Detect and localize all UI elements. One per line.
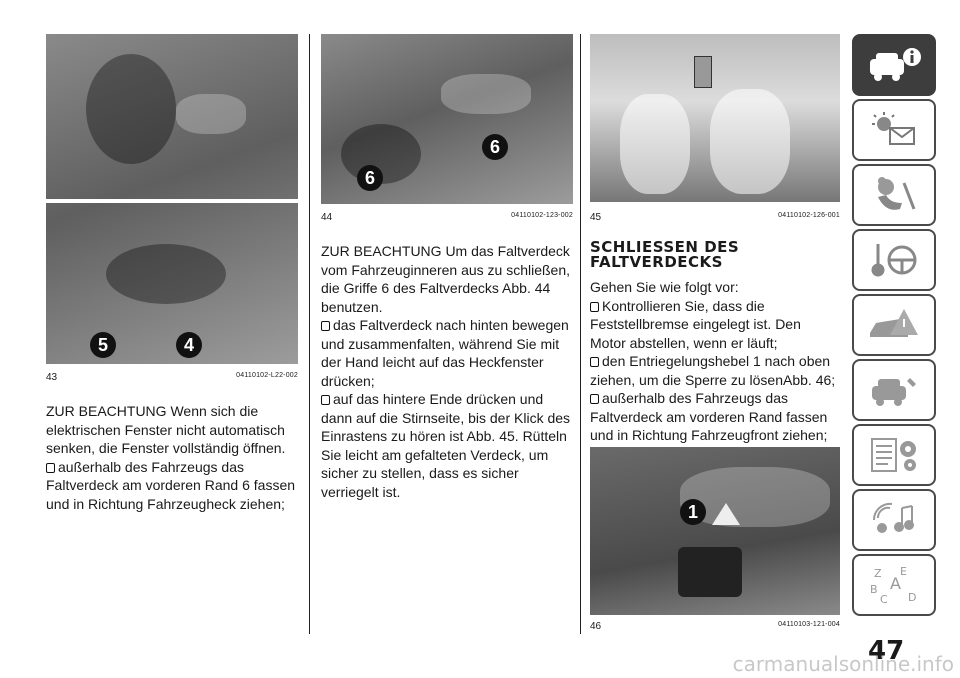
tab-airbag-safety[interactable]	[852, 164, 936, 226]
bullet-item: den Entriegelungshebel 1 nach oben ziehe…	[590, 353, 836, 388]
bullet-item: Kontrollieren Sie, dass die Feststellbre…	[590, 297, 801, 351]
figure-code: 04110102-L22-002	[236, 372, 298, 379]
key-steering-wheel-icon	[871, 244, 917, 277]
svg-text:D: D	[908, 591, 916, 604]
figure-code: 04110103-121-004	[778, 621, 840, 628]
callout-4: 4	[176, 332, 202, 358]
bullet-item: das Faltverdeck nach hinten bewegen und …	[321, 317, 569, 389]
checkbox-bullet-icon	[46, 462, 55, 473]
bullet-item: auf das hintere Ende drücken und dann au…	[321, 391, 571, 500]
airbag-safety-icon	[878, 177, 916, 210]
bullet-item: außerhalb des Fahrzeugs das Faltverdeck …	[590, 390, 828, 443]
figure-number: 44	[321, 212, 333, 223]
checkbox-bullet-icon	[590, 357, 599, 367]
page-number: 47	[868, 636, 905, 666]
figure-code: 04110102-126-001	[778, 212, 840, 219]
figure-44-photo: 6 6	[321, 34, 573, 204]
tab-key-steering[interactable]	[852, 229, 936, 291]
section-heading: SCHLIESSEN DES FALTVERDECKS	[590, 238, 740, 271]
car-info-icon	[870, 48, 921, 81]
column-1-text: ZUR BEACHTUNG Wenn sich die elektrischen…	[46, 402, 298, 513]
figure-44-caption: 44 04110102-123-002	[321, 212, 573, 223]
checkbox-bullet-icon	[590, 301, 599, 312]
svg-text:E: E	[900, 565, 907, 578]
intro-paragraph: Gehen Sie wie folgt vor:	[590, 279, 739, 295]
checkbox-bullet-icon	[321, 321, 330, 331]
column-divider	[309, 34, 310, 634]
figure-43-caption: 43 04110102-L22-002	[46, 372, 298, 383]
checkbox-bullet-icon	[590, 394, 599, 404]
figure-code: 04110102-123-002	[511, 212, 573, 219]
car-maintenance-icon	[872, 378, 916, 406]
tab-car-maintenance[interactable]	[852, 359, 936, 421]
svg-text:C: C	[880, 593, 888, 606]
figure-46-caption: 46 04110103-121-004	[590, 621, 840, 632]
figure-43-photo: 5 4	[46, 34, 298, 364]
svg-text:Z: Z	[874, 567, 882, 580]
column-divider	[580, 34, 581, 634]
figure-number: 43	[46, 372, 58, 383]
checkbox-bullet-icon	[321, 395, 330, 405]
note-paragraph: ZUR BEACHTUNG Um das Faltverdeck vom Fah…	[321, 243, 571, 315]
tab-car-info[interactable]	[852, 34, 936, 96]
tab-warning-lights[interactable]	[852, 99, 936, 161]
warning-lights-icon	[872, 112, 915, 145]
bullet-item: außerhalb des Fahrzeugs das Faltverdeck …	[46, 458, 296, 512]
figure-number: 45	[590, 212, 602, 223]
callout-6-right: 6	[482, 134, 508, 160]
multimedia-icon	[872, 502, 914, 533]
tab-multimedia[interactable]	[852, 489, 936, 551]
column-3-text: Gehen Sie wie folgt vor: Kontrollieren S…	[590, 278, 840, 445]
svg-text:A: A	[890, 574, 901, 593]
callout-5: 5	[90, 332, 116, 358]
note-paragraph: ZUR BEACHTUNG Wenn sich die elektrischen…	[46, 403, 286, 456]
figure-45-caption: 45 04110102-126-001	[590, 212, 840, 223]
figure-45-photo	[590, 34, 840, 202]
road-emergency-icon	[870, 309, 918, 337]
tab-road-emergency[interactable]	[852, 294, 936, 356]
callout-6-left: 6	[357, 165, 383, 191]
technical-data-icon	[871, 438, 916, 472]
figure-46-photo: 1	[590, 447, 840, 615]
column-2-text: ZUR BEACHTUNG Um das Faltverdeck vom Fah…	[321, 242, 573, 501]
svg-text:B: B	[870, 583, 878, 596]
watermark: carmanualsonline.info	[732, 652, 954, 676]
tab-technical-data[interactable]	[852, 424, 936, 486]
figure-number: 46	[590, 621, 602, 632]
callout-1: 1	[680, 499, 706, 525]
